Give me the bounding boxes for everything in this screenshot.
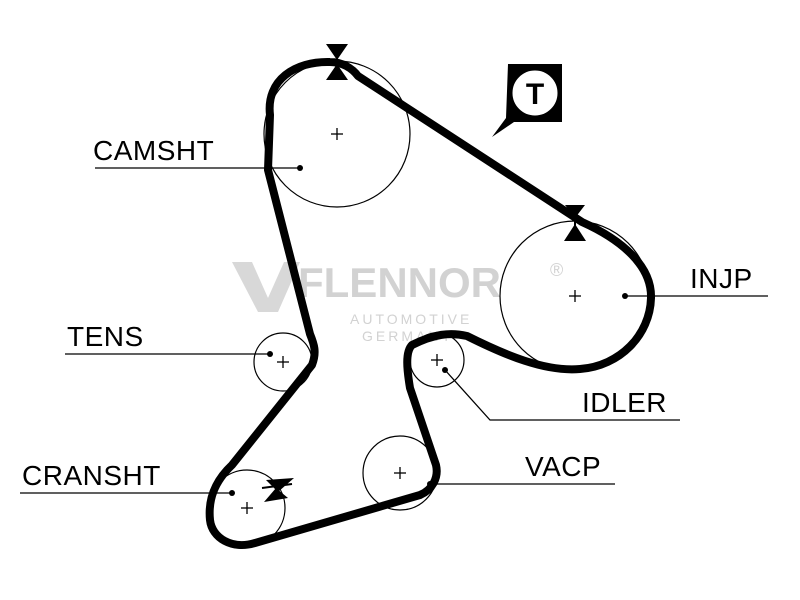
watermark-registered: ®: [550, 260, 563, 280]
idler-label: IDLER: [582, 387, 667, 418]
tension-indicator-label: T: [526, 78, 544, 111]
tensioner-pulley: [253, 332, 313, 392]
watermark-logo-icon: [232, 262, 300, 312]
vacuum-pump-label: VACP: [525, 451, 601, 482]
tensioner-label: TENS: [67, 321, 144, 352]
camshaft-timing-mark: [326, 44, 348, 80]
camshaft-label: CAMSHT: [93, 135, 214, 166]
watermark-line1: AUTOMOTIVE: [350, 311, 472, 327]
watermark: FLENNOR ® AUTOMOTIVE GERMANY: [232, 259, 563, 344]
timing-belt: [205, 57, 656, 549]
watermark-brand: FLENNOR: [298, 259, 501, 306]
crankshaft-label: CRANSHT: [22, 460, 161, 491]
injection-pump-label: INJP: [690, 263, 753, 294]
tension-indicator: T: [492, 64, 562, 137]
crankshaft-timing-mark: [261, 478, 294, 502]
leader-lines: [20, 165, 768, 496]
injection-pump-timing-mark: [564, 205, 586, 241]
camshaft-pulley: [263, 60, 411, 208]
